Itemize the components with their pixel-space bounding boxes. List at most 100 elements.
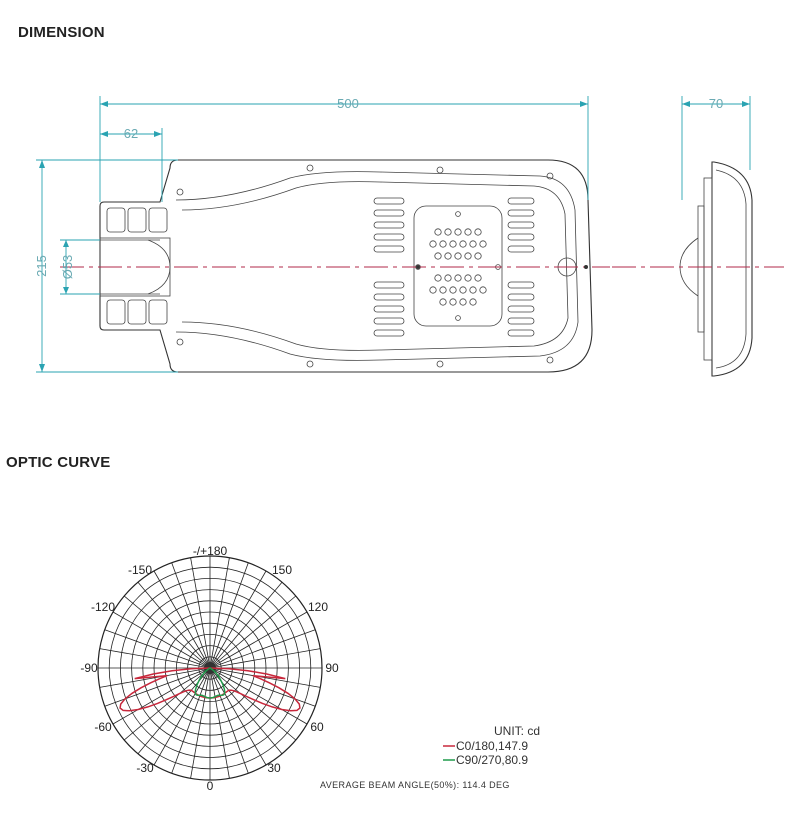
led-hole: [439, 298, 447, 306]
polar-spoke: [99, 667, 211, 688]
led-holes: [415, 211, 501, 321]
polar-spoke: [209, 648, 321, 669]
depth-label: 70: [709, 96, 723, 111]
led-hole: [449, 240, 457, 248]
polar-spoke: [209, 667, 297, 741]
led-hole: [444, 228, 452, 236]
dimension-neck-62: 62: [100, 126, 163, 202]
vent-slots-left: [373, 197, 405, 337]
polar-spoke: [104, 667, 211, 707]
polar-spoke: [99, 648, 211, 669]
led-hole: [474, 228, 482, 236]
angle-label-90: 90: [325, 661, 339, 675]
led-hole: [459, 298, 467, 306]
height-label: 215: [34, 255, 49, 277]
led-module-screw: [455, 211, 461, 217]
neck-bottom-squares: [106, 299, 168, 325]
led-hole: [429, 240, 437, 248]
top-view-drawing: [60, 159, 610, 373]
led-hole: [429, 286, 437, 294]
housing-inner-contour: [175, 171, 579, 361]
led-hole: [464, 252, 472, 260]
polar-spoke: [123, 667, 211, 741]
dimension-depth-70: 70: [681, 96, 751, 200]
polar-spoke: [171, 667, 211, 774]
polar-spoke: [123, 595, 211, 669]
led-hole: [459, 240, 467, 248]
led-hole: [474, 252, 482, 260]
polar-chart: -/+180 -150 150 -120 120 -90 90 -60 60 -…: [80, 544, 339, 793]
side-view-drawing: [612, 161, 784, 377]
neck-length-label: 62: [124, 126, 138, 141]
led-hole: [439, 286, 447, 294]
led-hole: [474, 274, 482, 282]
polar-spoke: [209, 581, 283, 669]
legend-label-c90: C90/270,80.9: [456, 753, 528, 767]
polar-spoke: [209, 611, 308, 669]
polar-spoke: [209, 667, 308, 725]
led-hole: [454, 252, 462, 260]
angle-label-neg150: -150: [128, 563, 152, 577]
angle-label-neg90: -90: [80, 661, 98, 675]
led-hole: [469, 298, 477, 306]
led-hole: [464, 228, 472, 236]
polar-spoke: [209, 667, 267, 766]
led-hole: [434, 228, 442, 236]
led-hole: [444, 274, 452, 282]
angle-label-60: 60: [310, 720, 324, 734]
polar-spoke: [209, 562, 249, 669]
angle-label-30: 30: [267, 761, 281, 775]
housing-inner-contour-2: [181, 181, 569, 351]
polar-spoke: [153, 667, 211, 766]
legend: UNIT: cd C0/180,147.9 C90/270,80.9: [443, 724, 540, 767]
led-hole: [469, 286, 477, 294]
polar-spoke: [209, 667, 316, 707]
polar-spoke: [137, 581, 211, 669]
led-hole: [449, 298, 457, 306]
polar-spoke: [209, 667, 249, 774]
polar-spoke: [190, 557, 211, 669]
polar-spoke: [209, 557, 230, 669]
polar-spoke: [171, 562, 211, 669]
polar-spoke: [209, 629, 316, 669]
led-module-screw: [455, 315, 461, 321]
led-hole: [459, 286, 467, 294]
led-hole: [439, 240, 447, 248]
housing-outline: [99, 159, 593, 373]
vent-slots-right: [507, 197, 535, 337]
polar-spoke: [209, 667, 230, 779]
angle-label-180: -/+180: [193, 544, 228, 558]
diameter-label: Ø53: [60, 255, 75, 280]
led-hole: [444, 252, 452, 260]
led-hole: [454, 228, 462, 236]
led-hole: [469, 240, 477, 248]
series-c90-270-curve: [194, 667, 226, 699]
led-hole: [434, 274, 442, 282]
led-hole: [454, 274, 462, 282]
polar-spoke: [209, 595, 297, 669]
angle-label-neg60: -60: [94, 720, 112, 734]
screw-holes: [176, 164, 577, 368]
polar-spoke: [112, 611, 211, 669]
angle-label-150: 150: [272, 563, 292, 577]
dimension-heading: DIMENSION: [18, 24, 105, 41]
neck-lens: [147, 239, 171, 295]
angle-label-0: 0: [207, 779, 214, 793]
angle-label-neg120: -120: [91, 600, 115, 614]
led-hole: [464, 274, 472, 282]
angle-label-neg30: -30: [136, 761, 154, 775]
polar-spoke: [190, 667, 211, 779]
led-hole: [434, 252, 442, 260]
dimension-diameter-53: Ø53: [60, 239, 100, 295]
length-label: 500: [337, 96, 359, 111]
led-hole: [449, 286, 457, 294]
legend-label-c0: C0/180,147.9: [456, 739, 528, 753]
dimension-length-500: 500: [99, 96, 589, 202]
polar-spoke: [209, 667, 321, 688]
polar-spoke: [104, 629, 211, 669]
led-hole: [479, 240, 487, 248]
angle-label-120: 120: [308, 600, 328, 614]
polar-spoke: [153, 570, 211, 669]
led-hole: [479, 286, 487, 294]
